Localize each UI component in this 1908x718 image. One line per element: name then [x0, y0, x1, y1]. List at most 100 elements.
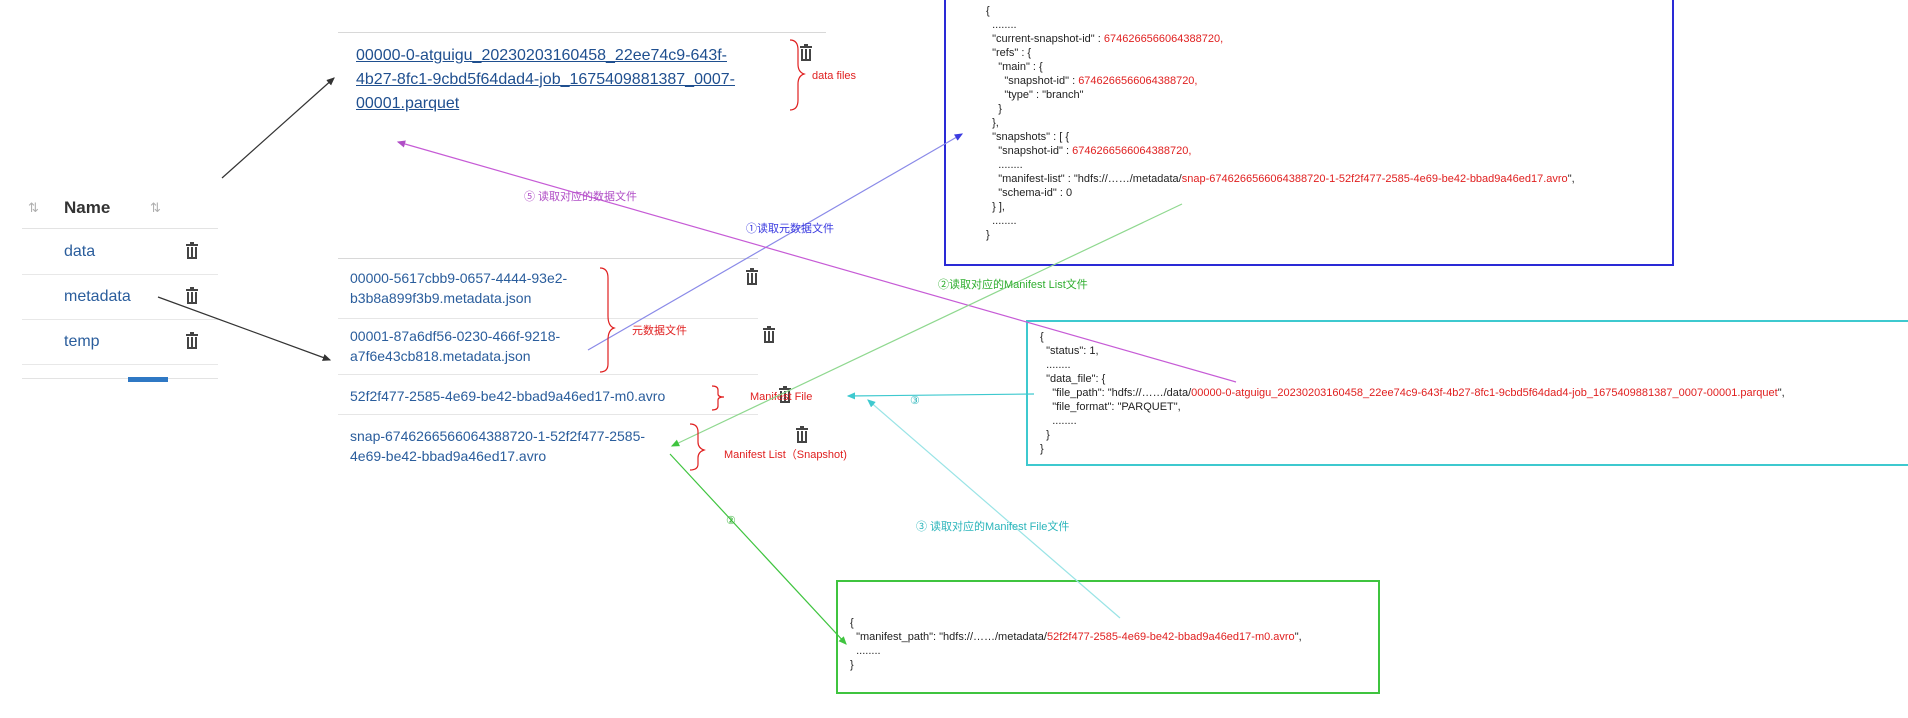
code-line: } ],	[986, 201, 1005, 213]
trash-icon[interactable]	[795, 426, 808, 443]
step1-label: ①读取元数据文件	[746, 223, 834, 235]
code-line: "main" : {	[986, 61, 1043, 73]
name-column-header[interactable]: Name	[64, 198, 111, 217]
manifest-file-content-box: { "status": 1, ........ "data_file": { "…	[1026, 320, 1908, 466]
step3-label: ③ 读取对应的Manifest File文件	[916, 521, 1070, 533]
folder-link[interactable]: temp	[64, 333, 100, 350]
manifest-list-link[interactable]: snap-6746266566064388720-1-52f2f477-2585…	[350, 426, 730, 466]
bracket	[711, 385, 725, 411]
code-value: 6746266566064388720,	[1072, 145, 1192, 157]
step3-marker: ③	[910, 395, 920, 407]
metadata-files-label: 元数据文件	[632, 325, 687, 337]
code-key: "snapshot-id" :	[986, 145, 1073, 157]
file-row-temp[interactable]: temp	[22, 320, 218, 365]
file-row-metadata[interactable]: metadata	[22, 275, 218, 320]
trash-icon[interactable]	[746, 268, 759, 285]
divider	[338, 414, 758, 415]
metadata-file-link[interactable]: 00001-87a6df56-0230-466f-9218- a7f6e43cb…	[350, 326, 610, 366]
divider	[338, 374, 758, 375]
scrollbar-thumb[interactable]	[128, 377, 168, 382]
code-key: "manifest-list" : "hdfs://……/metadata/	[986, 173, 1182, 185]
code-line: {	[850, 617, 854, 629]
file-name-line: 4e69-be42-bbad9a46ed17.avro	[350, 448, 547, 464]
code-key: "snapshot-id" :	[986, 75, 1079, 87]
code-line: }	[986, 103, 1002, 115]
folder-link[interactable]: data	[64, 243, 96, 260]
code-line: ........	[850, 645, 881, 657]
code-punct: ",	[1567, 173, 1575, 185]
trash-icon[interactable]	[186, 332, 198, 349]
code-line: "manifest-list" : "hdfs://……/metadata/sn…	[986, 172, 1672, 186]
sort-icon[interactable]: ⇅	[150, 200, 161, 215]
trash-icon[interactable]	[762, 326, 775, 343]
arrow-metadata-folder	[157, 296, 332, 361]
file-name-line: b3b8a899f3b9.metadata.json	[350, 290, 532, 306]
manifest-file-link[interactable]: 52f2f477-2585-4e69-be42-bbad9a46ed17-m0.…	[350, 386, 730, 406]
code-line: }	[986, 229, 990, 241]
code-key: "file_path": "hdfs://……/data/	[1040, 387, 1192, 399]
manifest-list-label: Manifest List（Snapshot)	[724, 449, 847, 461]
data-file-link[interactable]: 00000-0-atguigu_20230203160458_22ee74c9-…	[356, 44, 786, 116]
scroll-track	[22, 378, 218, 379]
sort-icon[interactable]: ⇅	[28, 200, 39, 215]
step2-label: ②读取对应的Manifest List文件	[938, 279, 1088, 291]
code-line: "file_path": "hdfs://……/data/00000-0-atg…	[1040, 386, 1908, 400]
code-line: "snapshot-id" : 6746266566064388720,	[986, 144, 1672, 158]
trash-icon[interactable]	[186, 287, 198, 304]
trash-icon[interactable]	[800, 44, 812, 61]
code-line: ........	[986, 19, 1017, 31]
divider	[338, 318, 758, 319]
code-key: "current-snapshot-id" :	[986, 33, 1104, 45]
arrow-step1	[587, 133, 964, 351]
arrow-step2-lower	[669, 453, 847, 645]
file-name-line: snap-6746266566064388720-1-52f2f477-2585…	[350, 428, 646, 444]
code-punct: ",	[1294, 631, 1302, 643]
file-name-line: 00001-87a6df56-0230-466f-9218-	[350, 328, 561, 344]
code-key: "manifest_path": "hdfs://……/metadata/	[850, 631, 1047, 643]
code-value: 52f2f477-2585-4e69-be42-bbad9a46ed17-m0.…	[1046, 631, 1295, 643]
arrow-step2-upper	[670, 203, 1183, 447]
file-row-data[interactable]: data	[22, 230, 218, 275]
code-value: 00000-0-atguigu_20230203160458_22ee74c9-…	[1191, 387, 1778, 399]
code-line: ........	[986, 215, 1017, 227]
arrow-data-folder	[221, 77, 335, 179]
arrow-step5	[396, 140, 1237, 383]
code-line: "type" : "branch"	[986, 89, 1084, 101]
code-line: "manifest_path": "hdfs://……/metadata/52f…	[850, 630, 1378, 644]
trash-icon[interactable]	[186, 242, 198, 259]
step2-marker: ②	[726, 515, 736, 527]
bracket	[789, 39, 806, 111]
code-line: "data_file": {	[1040, 373, 1106, 385]
code-line: }	[1040, 443, 1044, 455]
code-line: ........	[1040, 415, 1077, 427]
divider	[338, 258, 758, 259]
trash-icon[interactable]	[779, 386, 792, 403]
metadata-file-link[interactable]: 00000-5617cbb9-0657-4444-93e2- b3b8a899f…	[350, 268, 610, 308]
file-name-line: a7f6e43cb818.metadata.json	[350, 348, 531, 364]
code-line: "file_format": "PARQUET",	[1040, 401, 1181, 413]
code-line: }	[850, 659, 854, 671]
file-name-line: 52f2f477-2585-4e69-be42-bbad9a46ed17-m0.…	[350, 388, 666, 404]
code-line: {	[986, 5, 990, 17]
folder-link[interactable]: metadata	[64, 288, 131, 305]
code-line: "status": 1,	[1040, 345, 1099, 357]
code-line: "refs" : {	[986, 47, 1032, 59]
arrow-step3-right	[846, 392, 1035, 400]
code-value: 6746266566064388720,	[1103, 33, 1224, 45]
manifest-file-label: Manifest File	[750, 391, 813, 403]
code-line: ........	[1040, 359, 1071, 371]
code-punct: ",	[1777, 387, 1785, 399]
code-line: "current-snapshot-id" : 6746266566064388…	[986, 32, 1672, 46]
code-line: {	[1040, 331, 1044, 343]
bracket	[689, 423, 706, 471]
manifest-list-content-box: { "manifest_path": "hdfs://……/metadata/5…	[836, 580, 1380, 694]
code-line: ........	[986, 159, 1023, 171]
bracket	[599, 267, 616, 373]
code-line: "snapshots" : [ {	[986, 131, 1070, 143]
code-value: snap-6746266566064388720-1-52f2f477-2585…	[1181, 173, 1568, 185]
code-line: }	[1040, 429, 1050, 441]
data-files-label: data files	[812, 70, 857, 82]
file-table-header: ⇅ Name ⇅	[22, 190, 218, 229]
file-name-line: 00000-5617cbb9-0657-4444-93e2-	[350, 270, 568, 286]
